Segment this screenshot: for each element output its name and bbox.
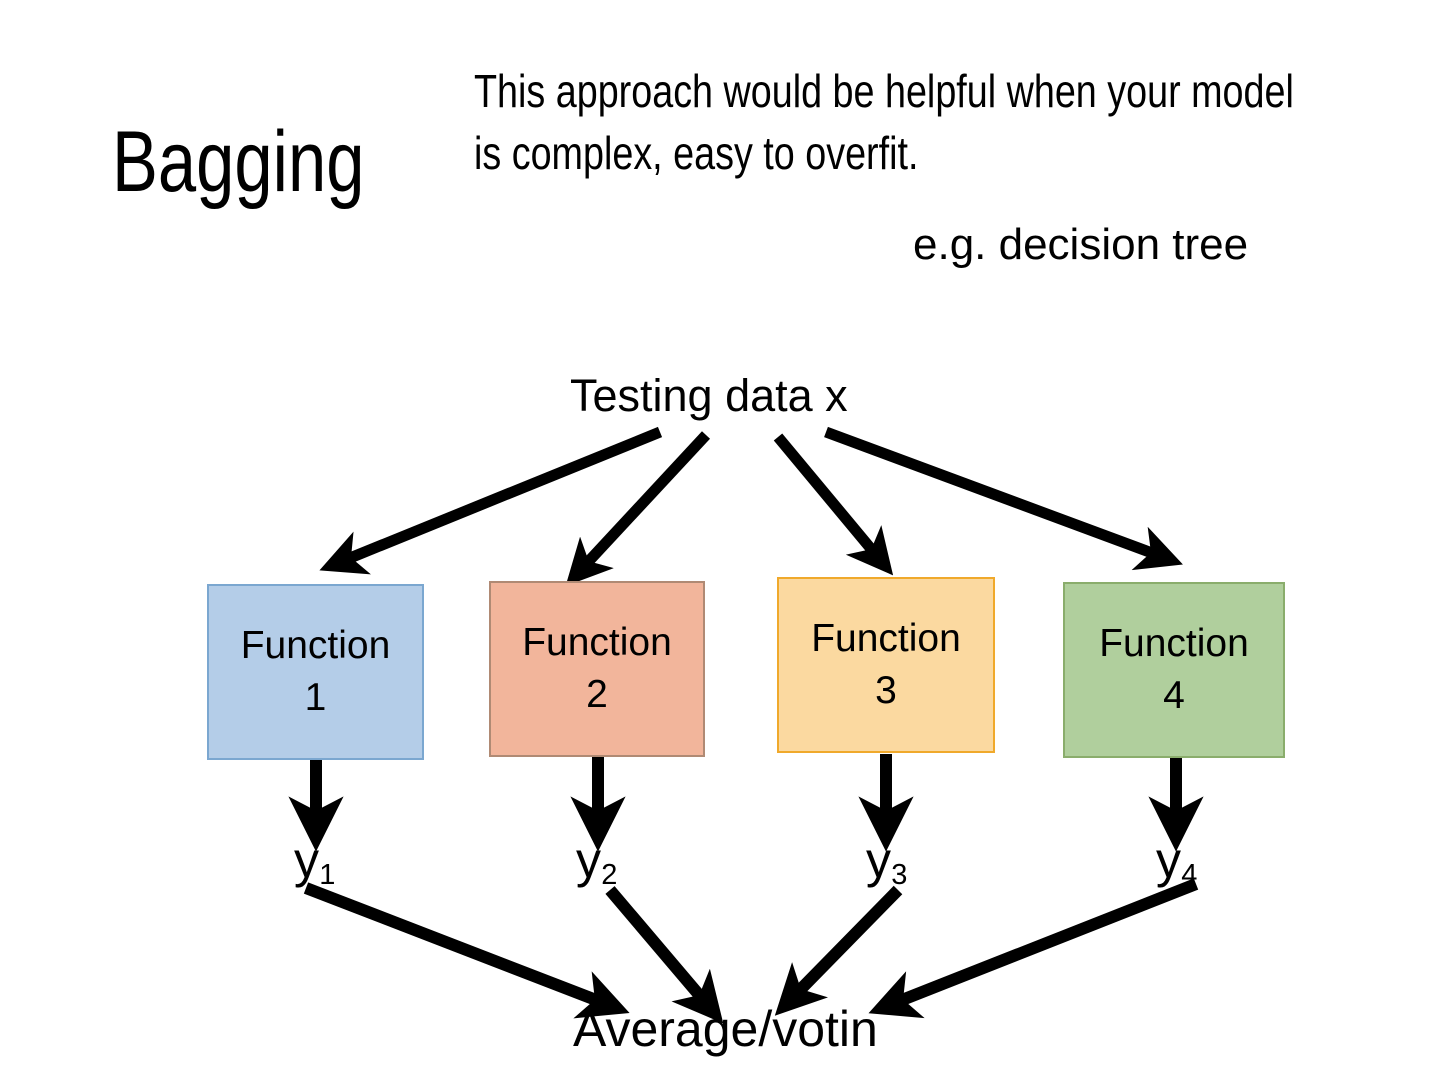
- output-label-y4-sub: 4: [1181, 858, 1198, 891]
- function-box-4[interactable]: Function 4: [1063, 582, 1285, 758]
- output-label-y2-base: y: [576, 832, 601, 888]
- output-label-y4-base: y: [1156, 832, 1181, 888]
- output-label-y1-base: y: [294, 832, 319, 888]
- output-label-y2-sub: 2: [601, 858, 618, 891]
- function-box-1[interactable]: Function 1: [207, 584, 424, 760]
- output-label-y3: y3: [866, 834, 907, 894]
- arrow-input-to-fn3: [773, 433, 894, 576]
- arrow-input-to-fn1: [319, 426, 663, 575]
- function-box-2-label: Function: [522, 621, 672, 664]
- average-voting-label: Average/votin: [573, 1001, 878, 1057]
- arrow-input-to-fn4: [824, 426, 1183, 571]
- function-box-3-index: 3: [875, 669, 897, 712]
- output-label-y1: y1: [294, 834, 335, 894]
- function-box-1-label: Function: [240, 624, 391, 667]
- page-title: Bagging: [112, 114, 365, 210]
- arrow-y4-to-average: [868, 878, 1199, 1019]
- testing-data-label: Testing data x: [570, 370, 848, 421]
- description-text: This approach would be helpful when your…: [474, 65, 1294, 179]
- function-box-3[interactable]: Function 3: [777, 577, 995, 753]
- function-box-4-label: Function: [1099, 622, 1249, 665]
- arrow-y1-to-average: [303, 882, 630, 1019]
- arrow-y2-to-average: [605, 886, 724, 1024]
- arrow-y3-to-average: [774, 885, 903, 1016]
- arrow-input-to-fn2: [565, 431, 711, 587]
- function-box-2[interactable]: Function 2: [489, 581, 705, 757]
- function-box-3-label: Function: [811, 617, 961, 660]
- function-box-2-index: 2: [586, 673, 608, 716]
- function-box-1-index: 1: [304, 676, 327, 719]
- output-label-y4: y4: [1156, 834, 1197, 894]
- output-label-y3-base: y: [866, 832, 891, 888]
- example-note: e.g. decision tree: [913, 220, 1249, 269]
- output-label-y2: y2: [576, 834, 617, 894]
- output-label-y3-sub: 3: [891, 858, 908, 891]
- function-box-4-index: 4: [1163, 674, 1185, 717]
- output-label-y1-sub: 1: [319, 858, 336, 891]
